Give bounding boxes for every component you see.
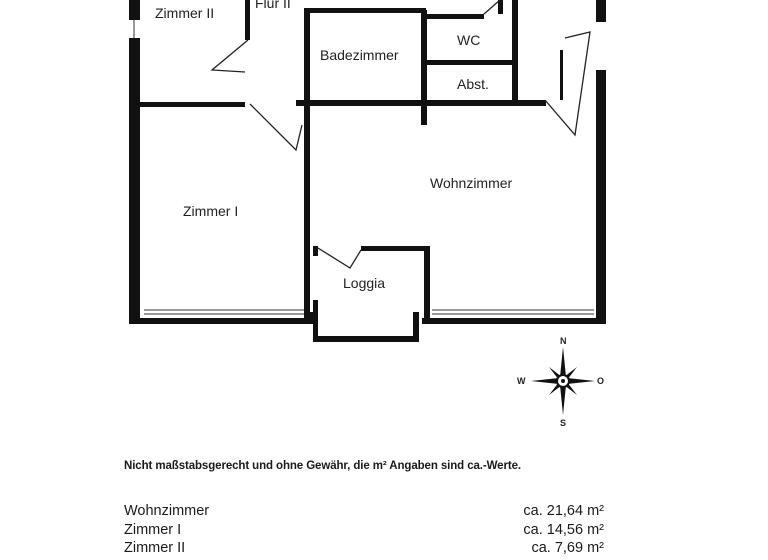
room-label-wc: WC (457, 32, 480, 48)
room-label-zimmer-1: Zimmer I (183, 203, 238, 219)
interior-walls (139, 0, 563, 318)
area-row: Zimmer II ca. 7,69 m² (124, 539, 604, 558)
wall-right (596, 70, 606, 322)
room-label-abst: Abst. (457, 76, 489, 92)
room-label-wohnzimmer: Wohnzimmer (430, 175, 513, 191)
area-size: ca. 21,64 m² (523, 503, 604, 519)
area-size: ca. 14,56 m² (523, 521, 604, 538)
compass-label-w: W (517, 376, 526, 386)
compass-label-n: N (560, 336, 567, 346)
loggia-walls (304, 246, 430, 342)
area-row: Wohnzimmer ca. 21,64 m² (124, 502, 604, 521)
windows (133, 20, 594, 315)
room-label-zimmer-2: Zimmer II (155, 5, 214, 21)
area-table: Wohnzimmer ca. 21,64 m² Zimmer I ca. 14,… (124, 502, 604, 558)
compass-needle-north (560, 347, 566, 381)
area-room-name: Wohnzimmer (124, 503, 210, 519)
compass-label-o: O (597, 376, 604, 386)
area-row: Zimmer I ca. 14,56 m² (124, 521, 604, 540)
room-label-flur-2: Flur II (255, 0, 291, 11)
room-label-loggia: Loggia (343, 275, 385, 291)
door-swings (210, 0, 591, 269)
area-room-name: Zimmer I (124, 521, 182, 538)
wall-left (129, 0, 140, 20)
compass-rose: N S W O (517, 336, 604, 428)
exterior-walls (129, 0, 606, 324)
room-label-badezimmer: Badezimmer (320, 47, 399, 63)
disclaimer-note: Nicht maßstabsgerecht und ohne Gewähr, d… (124, 460, 521, 472)
compass-needle-east (563, 378, 595, 384)
wall-bottom-right (422, 318, 606, 324)
compass-needle-west (531, 378, 563, 384)
wall-right-top (596, 0, 606, 22)
wall-bottom-left (129, 318, 313, 324)
compass-needle-south (560, 381, 566, 415)
compass-label-s: S (560, 418, 566, 428)
wall-left-lower (129, 38, 140, 324)
area-room-name: Zimmer II (124, 540, 186, 556)
area-size: ca. 7,69 m² (531, 540, 604, 556)
